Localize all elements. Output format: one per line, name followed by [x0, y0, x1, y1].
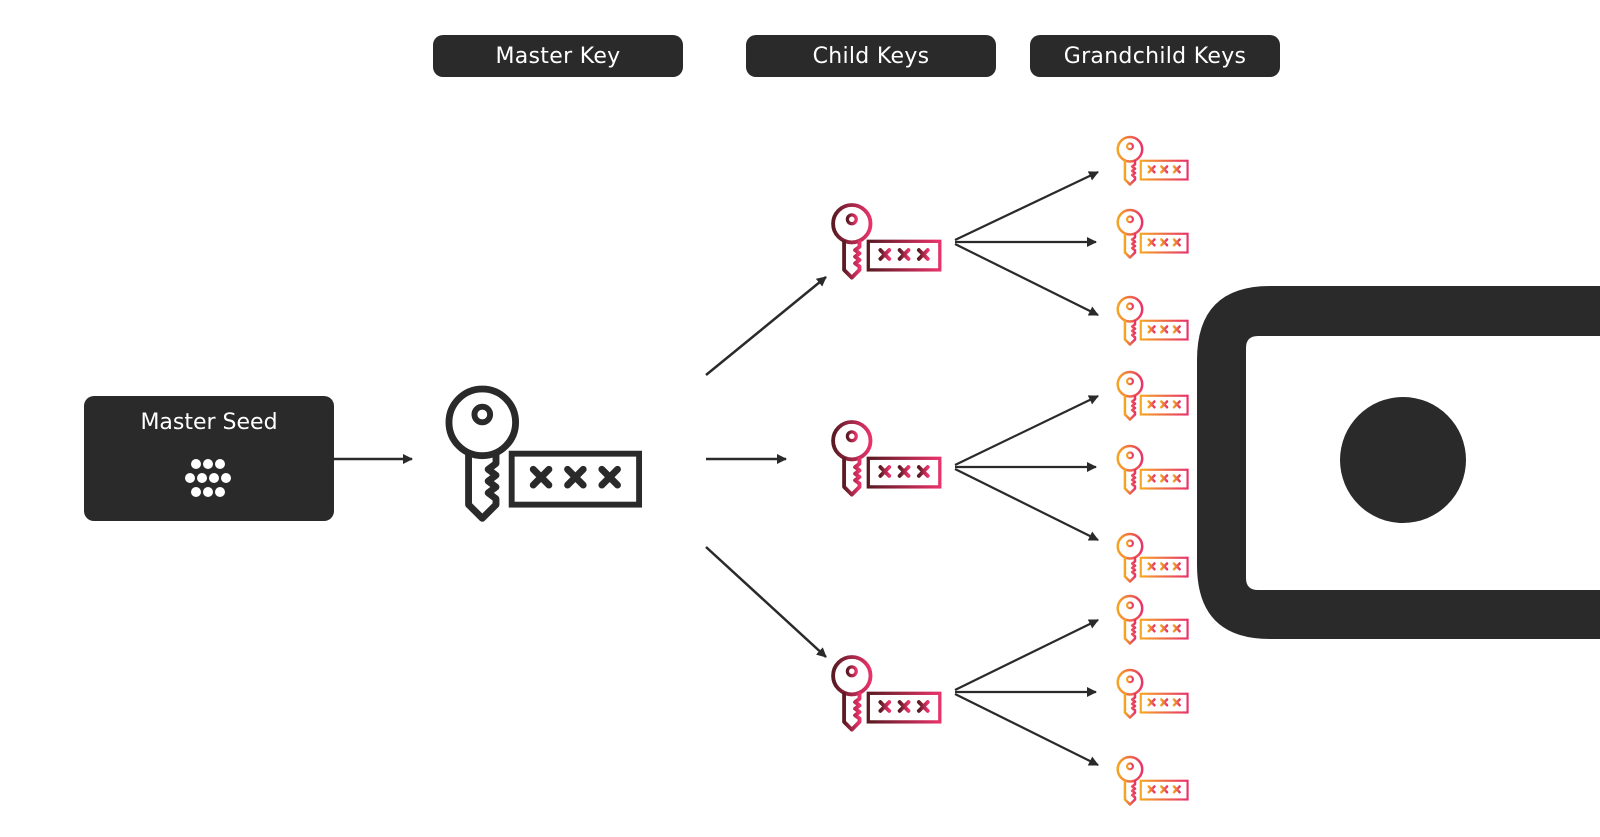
arrow-master-to-child-1 — [705, 276, 827, 376]
wallet-icon — [1197, 286, 1600, 639]
arrow-child3-to-grandchild-1 — [954, 619, 1099, 691]
arrow-child1-to-grandchild-1 — [954, 171, 1099, 241]
grandchild-key-icon — [1116, 444, 1189, 495]
grandchild-key-icon — [1116, 370, 1189, 421]
child-key-icon — [831, 420, 942, 497]
arrow-child1-to-grandchild-3 — [954, 243, 1099, 316]
arrow-child3-to-grandchild-3 — [954, 693, 1099, 766]
header-master-key-label: Master Key — [495, 43, 621, 69]
grandchild-key-icon — [1116, 135, 1189, 186]
master-seed-label: Master Seed — [140, 410, 278, 435]
grandchild-key-icon — [1116, 295, 1189, 346]
wallet-button — [1340, 397, 1466, 523]
grandchild-key-icon — [1116, 532, 1189, 583]
grandchild-key-icon — [1116, 208, 1189, 259]
grandchild-key-icon — [1116, 668, 1189, 719]
header-child-keys-label: Child Keys — [812, 43, 930, 69]
header-master-key: Master Key — [433, 35, 683, 77]
child-key-icon — [831, 203, 942, 280]
dots-cluster-icon — [185, 459, 231, 497]
header-grandchild-keys: Grandchild Keys — [1030, 35, 1280, 77]
grandchild-key-icon — [1116, 755, 1189, 806]
arrow-master-to-child-3 — [705, 546, 827, 658]
arrow-child2-to-grandchild-3 — [954, 468, 1099, 541]
header-child-keys: Child Keys — [746, 35, 996, 77]
grandchild-key-icon — [1116, 594, 1189, 645]
child-key-icon — [831, 655, 942, 732]
master-key-icon — [449, 389, 639, 518]
master-seed-box: Master Seed — [84, 396, 334, 521]
header-grandchild-keys-label: Grandchild Keys — [1063, 43, 1247, 69]
arrow-child2-to-grandchild-1 — [954, 395, 1099, 466]
